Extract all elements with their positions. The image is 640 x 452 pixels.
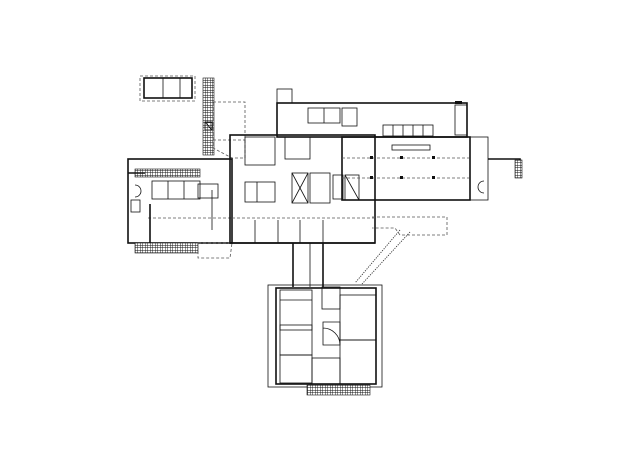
south-block <box>267 284 383 396</box>
elevator <box>291 172 309 204</box>
spiral-stair-south <box>322 321 341 346</box>
east-wing <box>341 136 523 285</box>
north-block <box>276 88 468 151</box>
link-corridor <box>292 243 324 287</box>
stair-core <box>332 174 344 200</box>
spiral-stair-west <box>134 184 142 198</box>
detached-building <box>139 75 196 102</box>
central-core <box>229 134 376 244</box>
spiral-stair-east <box>477 180 485 194</box>
counter <box>391 144 431 151</box>
west-wing <box>127 158 233 259</box>
hatched-walkway <box>202 77 215 156</box>
canopy-outline <box>212 101 246 159</box>
stair-icon <box>204 121 213 131</box>
